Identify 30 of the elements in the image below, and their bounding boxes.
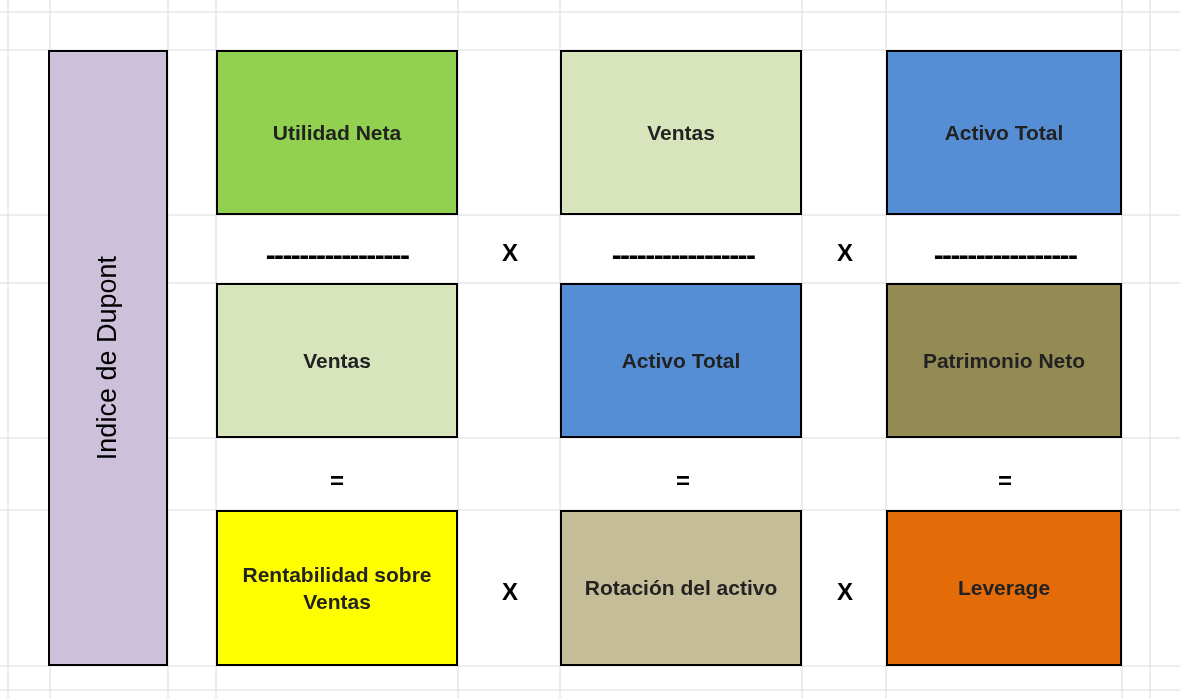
- ratio-box: [216, 283, 458, 438]
- ratio-box: [560, 510, 802, 666]
- title-bar: [48, 50, 168, 666]
- multiply-sign: X: [502, 578, 518, 606]
- box-label: Patrimonio Neto: [921, 347, 1087, 374]
- equals-sign: =: [330, 467, 344, 495]
- vertical-title: Indice de Dupont: [91, 255, 124, 461]
- box-label: Leverage: [956, 575, 1052, 602]
- multiply-sign: X: [837, 578, 853, 606]
- equals-sign: =: [998, 467, 1012, 495]
- box-label: Utilidad Neta: [271, 119, 403, 146]
- ratio-box: [886, 510, 1122, 666]
- divider-dashes: -----------------: [265, 238, 409, 272]
- divider-dashes: -----------------: [933, 238, 1077, 272]
- divider-dashes: -----------------: [611, 238, 755, 272]
- ratio-box: [216, 50, 458, 215]
- box-label: Ventas: [646, 119, 716, 146]
- ratio-box: [560, 283, 802, 438]
- multiply-sign: X: [502, 239, 518, 267]
- box-label: Activo Total: [620, 347, 742, 374]
- multiply-sign: X: [837, 239, 853, 267]
- equals-sign: =: [676, 467, 690, 495]
- ratio-box: [886, 283, 1122, 438]
- box-label: Activo Total: [943, 119, 1065, 146]
- box-label: Ventas: [302, 347, 372, 374]
- ratio-box: [216, 510, 458, 666]
- box-label: Rotación del activo: [583, 575, 779, 602]
- ratio-box: [560, 50, 802, 215]
- ratio-box: [886, 50, 1122, 215]
- box-label: Rentabilidad sobre Ventas: [241, 561, 433, 615]
